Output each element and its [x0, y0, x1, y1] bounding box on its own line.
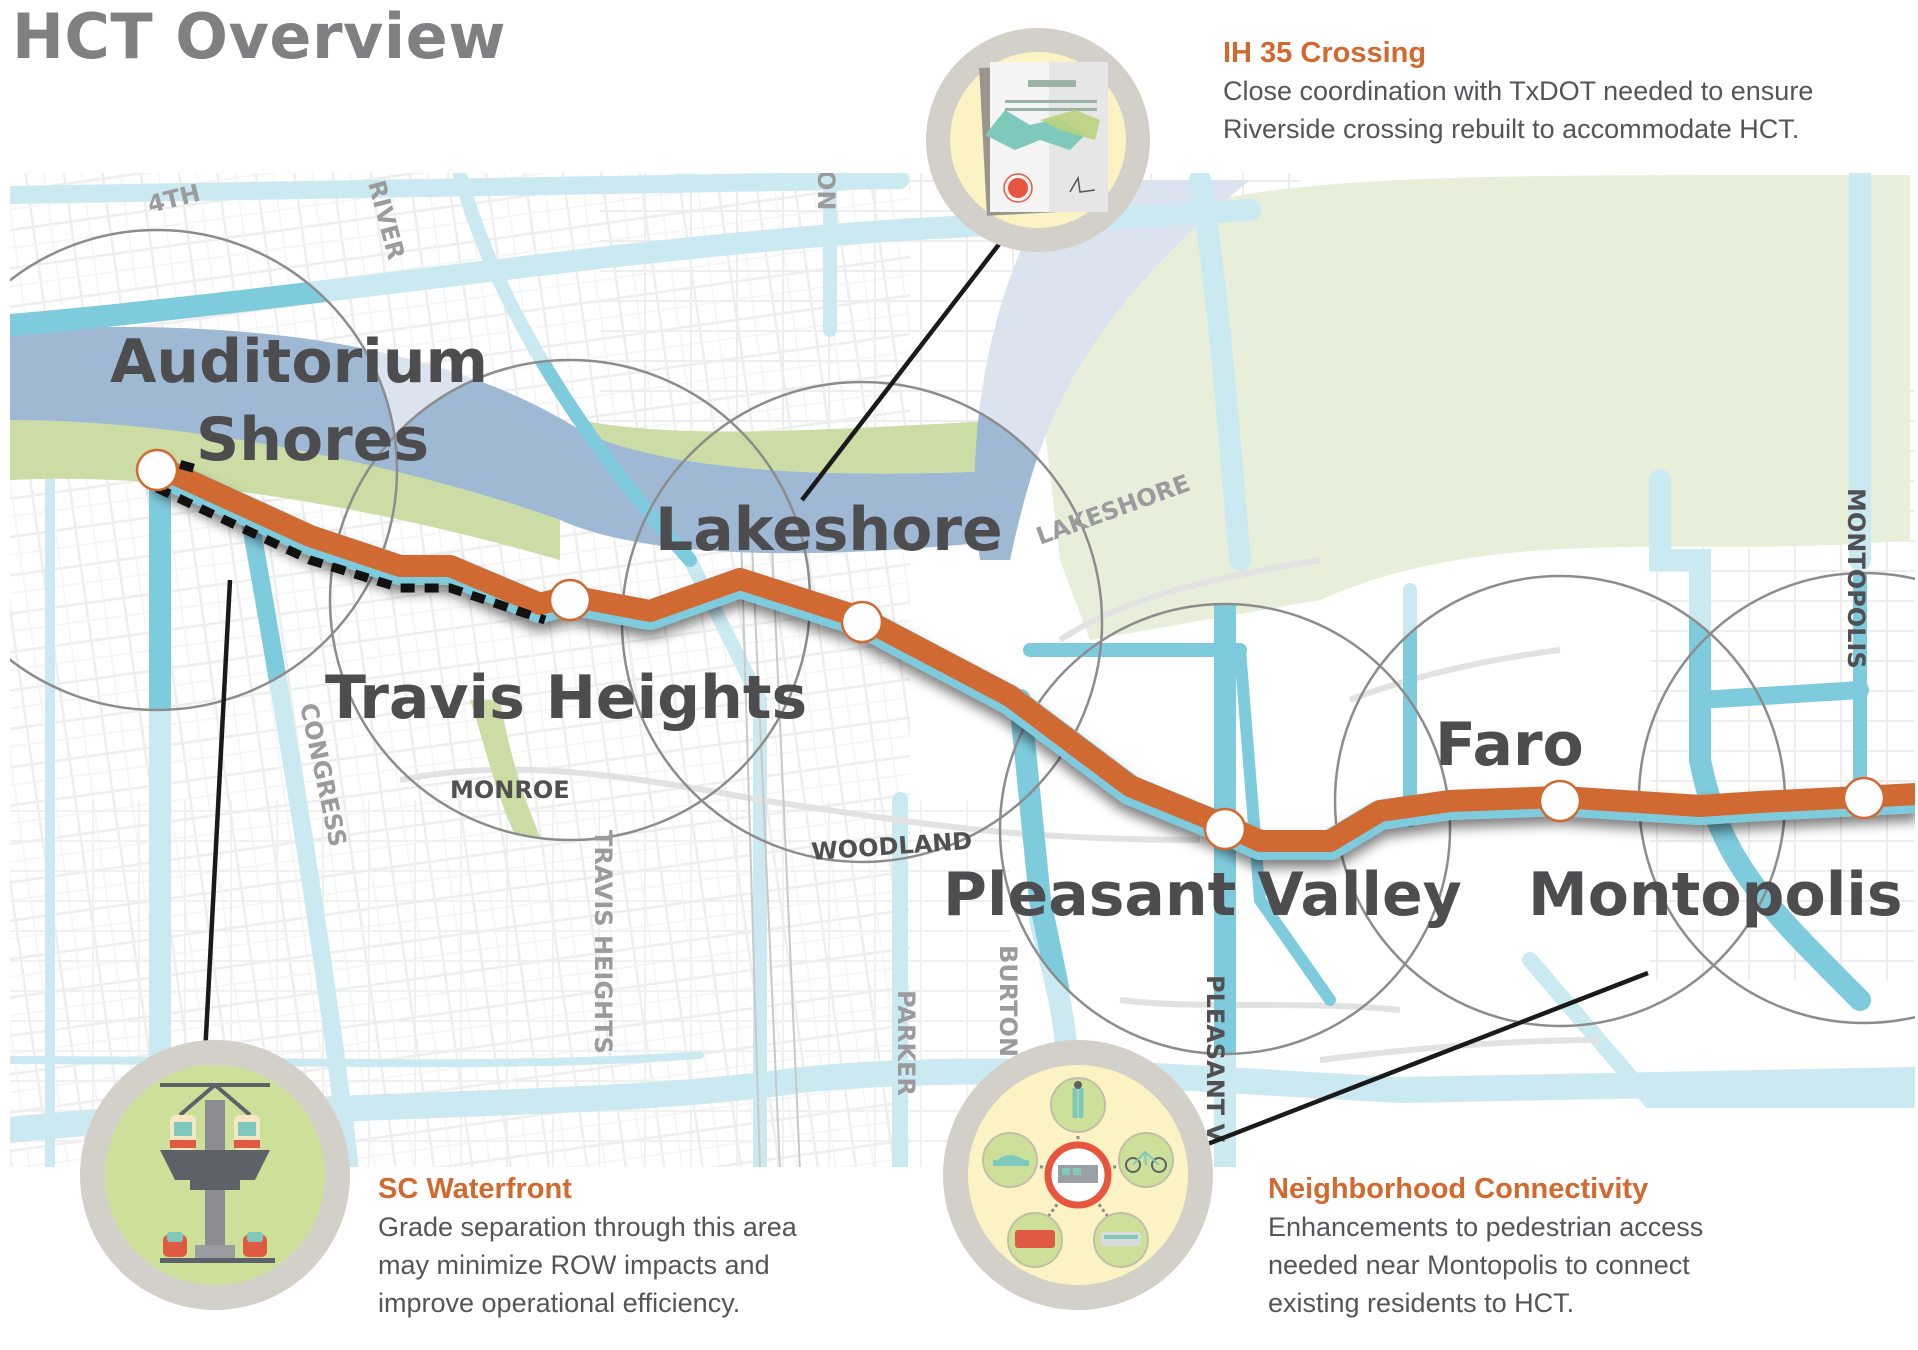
- callout-heading: IH 35 Crossing: [1223, 37, 1427, 69]
- callout-heading: Neighborhood Connectivity: [1268, 1173, 1649, 1205]
- label-travis-heights: Travis Heights: [325, 663, 807, 733]
- callout-body-line: needed near Montopolis to connect: [1268, 1250, 1690, 1280]
- callout-body-line: may minimize ROW impacts and: [378, 1250, 770, 1280]
- neighborhood-labels: Auditorium Shores Travis Heights Lakesho…: [110, 327, 1903, 930]
- street-label-monroe: MONROE: [450, 776, 570, 804]
- street-label-on: ON: [812, 170, 840, 211]
- map-base: 4TH RIVER ON LAKESHORE CONGRESS MONROE T…: [10, 170, 1915, 1167]
- leader-lines: [202, 228, 1649, 1148]
- street-label-pleasant-valley: PLEASANT V: [1201, 975, 1229, 1143]
- street-label-montopolis: MONTOPOLIS: [1842, 488, 1870, 669]
- callout-body-line: existing residents to HCT.: [1268, 1288, 1575, 1318]
- label-montopolis: Montopolis: [1528, 860, 1903, 930]
- callout-heading: SC Waterfront: [378, 1173, 572, 1205]
- callout-ih35-crossing: IH 35 Crossing Close coordination with T…: [1223, 34, 1813, 148]
- handshake-agreement-icon: [926, 28, 1150, 252]
- label-pleasant-valley: Pleasant Valley: [943, 860, 1462, 930]
- station-auditorium-shores: [135, 448, 179, 492]
- street-label-parker: PARKER: [892, 990, 920, 1096]
- grade-separation-segment: [155, 483, 547, 625]
- callout-body-line: Enhancements to pedestrian access: [1268, 1212, 1704, 1242]
- station-montopolis: [1842, 776, 1886, 820]
- station-lakeshore: [840, 600, 884, 644]
- label-shores: Shores: [196, 405, 429, 475]
- callout-sc-waterfront: SC Waterfront Grade separation through t…: [378, 1170, 797, 1322]
- street-label-travis-heights: TRAVIS HEIGHTS: [589, 830, 617, 1054]
- street-label-burton: BURTON: [994, 945, 1022, 1057]
- station-pleasant-valley: [1203, 807, 1247, 851]
- callout-neighborhood-connectivity: Neighborhood Connectivity Enhancements t…: [1268, 1170, 1703, 1322]
- station-travis-heights: [548, 578, 592, 622]
- callout-body-line: Close coordination with TxDOT needed to …: [1223, 76, 1814, 106]
- elevated-rail-icon: [80, 1040, 350, 1310]
- callout-body-line: Grade separation through this area: [378, 1212, 797, 1242]
- page-title: HCT Overview: [12, 0, 507, 73]
- callout-body-line: Riverside crossing rebuilt to accommodat…: [1223, 114, 1800, 144]
- callout-body-line: improve operational efficiency.: [378, 1288, 741, 1318]
- label-lakeshore: Lakeshore: [655, 495, 1003, 565]
- label-faro: Faro: [1435, 710, 1584, 780]
- station-markers: [135, 448, 1886, 851]
- station-faro: [1538, 779, 1582, 823]
- label-auditorium: Auditorium: [110, 327, 488, 397]
- multimodal-hub-icon: [943, 1040, 1213, 1310]
